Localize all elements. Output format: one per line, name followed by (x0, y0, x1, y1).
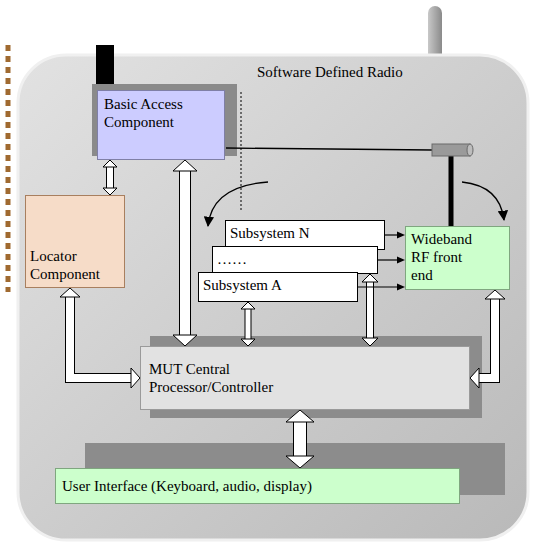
arrow-head (485, 290, 505, 299)
arrow-outline (478, 298, 495, 378)
arrow-body (478, 298, 495, 378)
subsystem-box: …… (212, 246, 378, 274)
arrow-head (103, 188, 117, 195)
arrow-head (60, 288, 80, 297)
arrow-head (173, 335, 197, 346)
arrow-head (362, 274, 378, 282)
arrow-body (107, 166, 113, 189)
arrow-head (397, 257, 405, 264)
node-text: Subsystem N (230, 224, 380, 242)
arrow-body (70, 296, 132, 378)
block-arrow (286, 410, 314, 468)
node-text: Locator Component (30, 247, 120, 283)
processor-box: MUT Central Processor/Controller (140, 346, 470, 410)
antenna-feed (449, 156, 454, 226)
arrow-head (362, 338, 378, 346)
node-text: Wideband RF front end (411, 230, 483, 284)
block-arrow (103, 160, 117, 195)
arrow-head (397, 232, 405, 239)
component-box: Locator Component (25, 195, 125, 288)
rf-frontend-box: Wideband RF front end (405, 226, 510, 290)
arrow-outline (293, 421, 307, 457)
arrow-outline (106, 166, 114, 189)
arrow-outline (245, 308, 252, 340)
arrow-body (246, 308, 251, 340)
arrow-head (286, 456, 314, 468)
configure-arrow (462, 182, 504, 220)
user-interface-box: User Interface (Keyboard, audio, display… (55, 468, 460, 504)
block-arrow (60, 288, 140, 388)
arrow-head (131, 368, 140, 388)
arrow-line (385, 234, 398, 235)
dotted-divider (241, 92, 242, 212)
block-arrow (241, 302, 255, 346)
arrow-outline (366, 281, 374, 339)
antenna-connector-end (467, 144, 473, 156)
arrow-outline (70, 296, 132, 378)
arrow-head (241, 302, 255, 309)
device-title: Software Defined Radio (257, 63, 403, 81)
arrow-body (294, 421, 306, 457)
node-text: User Interface (Keyboard, audio, display… (62, 477, 453, 495)
block-arrow (173, 160, 197, 346)
arrow-body (180, 170, 190, 336)
arrow-head (286, 410, 314, 422)
arrow-outline (179, 170, 191, 336)
locator-dotted-link (6, 45, 11, 292)
node-text: MUT Central Processor/Controller (149, 360, 299, 396)
arrow-body (367, 281, 373, 339)
antenna-wire (226, 148, 432, 150)
node-text: …… (217, 250, 373, 268)
arrow-line (358, 286, 398, 287)
arrow-head (241, 339, 255, 346)
antenna-connector (432, 144, 470, 156)
block-arrow (470, 290, 505, 388)
arrow-head (173, 160, 197, 171)
signal-arrow (385, 232, 405, 239)
signal-arrow (378, 257, 405, 264)
access-antenna (96, 45, 114, 87)
component-box: Basic Access Component (97, 90, 225, 160)
subsystem-box: Subsystem A (198, 272, 358, 302)
node-text: Subsystem A (203, 276, 353, 294)
arrow-head (470, 368, 479, 388)
arrow-head (397, 284, 405, 291)
node-text: Basic Access Component (104, 95, 218, 131)
signal-arrow (358, 284, 405, 291)
device-housing (18, 55, 528, 540)
arrow-head (103, 160, 117, 167)
block-arrow (362, 274, 378, 346)
arrow-line (378, 259, 398, 260)
